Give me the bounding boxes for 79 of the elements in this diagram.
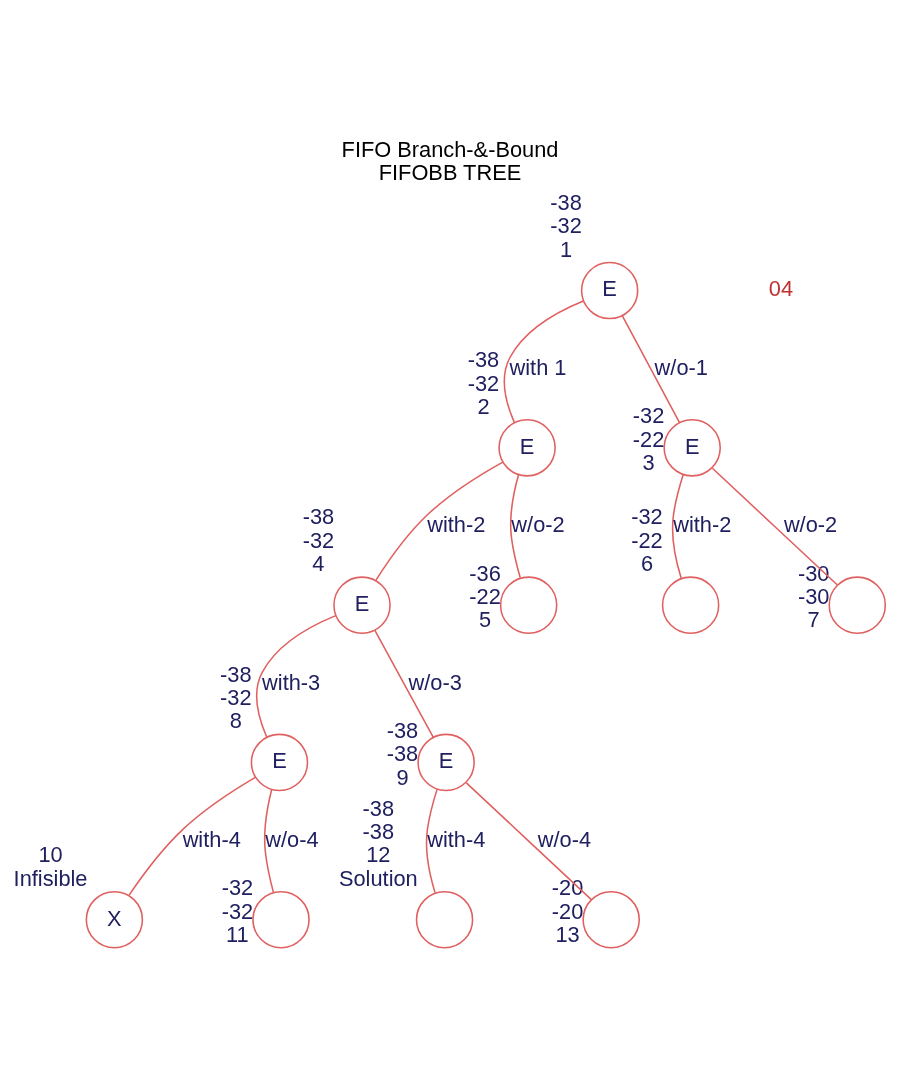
caption: FIFOBB TREE [378,160,522,186]
node-circle: E [250,733,309,792]
node-label: 3 [642,449,655,475]
node-label: 11 [226,921,249,947]
connector [263,788,275,894]
connector [503,300,585,424]
node-circle [582,890,640,949]
node-label: -38 [386,741,419,767]
node-circle [252,890,310,949]
node-label: Infisible [13,865,88,891]
node-circle [415,890,474,949]
node-label: 12 [366,842,391,868]
node-circle: X [85,890,144,949]
node-label: -32 [221,875,254,901]
label: 04 [768,276,794,302]
connector [465,782,593,901]
node-label: -22 [469,583,501,609]
node-label: -38 [362,819,395,845]
diagram-title: FIFO Branch-&-Bound [341,136,559,162]
node-circle: E [498,419,556,477]
connector [509,474,522,579]
node-label: -30 [797,560,830,586]
node-label: Solution [338,865,418,891]
node-label: -36 [469,560,501,586]
connector [128,776,257,897]
node-label: -38 [362,795,395,821]
edge-label: with-2 [427,512,486,538]
node-label: 5 [478,607,492,633]
node-label: 2 [477,393,490,419]
connector [374,629,434,738]
edge-label: with-4 [182,826,241,852]
node-label: -38 [220,661,252,687]
edge-label: w/o-4 [265,826,319,852]
node-label: -30 [797,583,830,609]
node-label: -32 [221,898,254,924]
node-circle: E [417,733,475,792]
edge-label: w/o-4 [537,826,592,852]
node-circle: E [663,419,721,477]
node-label: 10 [38,842,63,868]
node-circle: E [333,576,391,634]
node-circle [661,576,720,634]
node-label: 4 [312,551,325,577]
node-label: -32 [631,504,663,530]
connector [256,614,337,738]
node-label: -38 [386,717,419,743]
connector [425,788,438,894]
node-label: -32 [220,685,252,711]
node-label: -38 [302,504,335,530]
connector [711,467,839,586]
node-label: -32 [467,370,500,396]
edge-label: w/o-2 [783,512,838,538]
connector [621,315,681,424]
node-label: 1 [559,236,573,262]
node-label: 13 [555,921,580,947]
node-label: -32 [632,403,665,429]
edge-label: with 1 [509,354,567,380]
connector [671,473,684,579]
node-label: 9 [396,764,409,790]
node-label: 8 [229,708,242,734]
node-label: -20 [551,898,584,924]
node-label: -32 [550,213,582,239]
node-label: -32 [302,527,335,553]
edge-label: w/o-1 [654,354,708,380]
node-circle: E [580,261,639,320]
node-label: -38 [550,189,582,215]
node-label: -20 [551,875,584,901]
edge-label: w/o-2 [511,512,565,538]
edge-label: with-4 [427,826,486,852]
node-label: 6 [640,551,654,577]
edge-label: with-3 [262,669,321,695]
node-label: -22 [632,426,665,452]
node-label: -38 [467,347,500,373]
node-circle [499,576,558,634]
edge-label: w/o-3 [408,669,462,695]
node-label: -22 [631,527,663,553]
node-circle [828,576,887,634]
edge-label: with-2 [673,512,732,538]
node-label: 7 [807,607,820,633]
connector [375,461,504,581]
